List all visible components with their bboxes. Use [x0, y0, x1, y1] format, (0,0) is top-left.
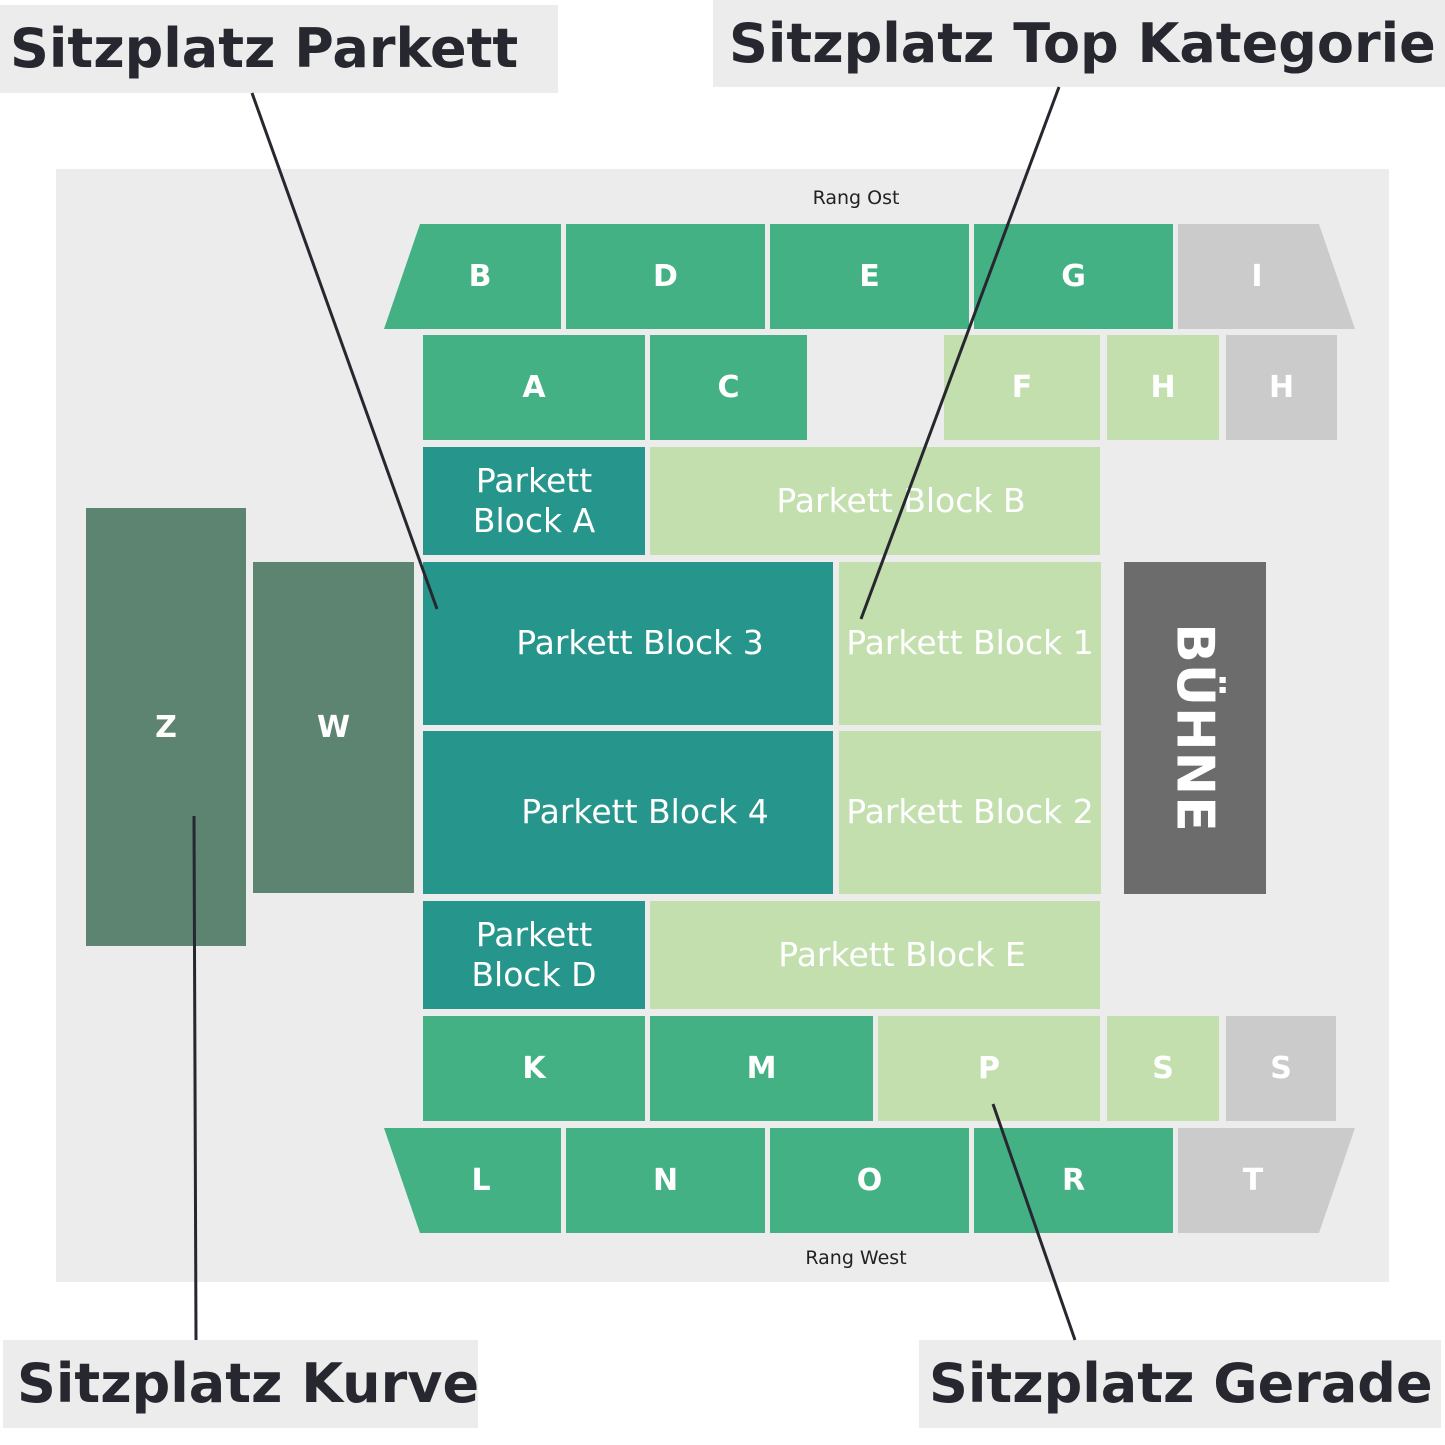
- parkett-block-b[interactable]: Parkett Block B: [650, 447, 1100, 555]
- label-sitzplatz-parkett-text: Sitzplatz Parkett: [10, 17, 519, 80]
- block-h-grey[interactable]: H: [1226, 335, 1337, 440]
- label-sitzplatz-gerade: Sitzplatz Gerade: [919, 1340, 1441, 1428]
- block-l-shape[interactable]: [384, 1128, 561, 1233]
- parkett-block-e[interactable]: Parkett Block E: [650, 901, 1100, 1009]
- leader-line-parkett: [250, 92, 439, 610]
- block-l[interactable]: L: [471, 1163, 491, 1198]
- block-b-shape[interactable]: [384, 224, 561, 329]
- parkett-block-d[interactable]: Parkett Block D: [423, 901, 645, 1009]
- block-p[interactable]: P: [878, 1016, 1100, 1121]
- parkett-block-d-label: Parkett Block D: [471, 914, 597, 994]
- block-c[interactable]: C: [650, 335, 807, 440]
- block-o[interactable]: O: [770, 1128, 969, 1233]
- parkett-block-1[interactable]: Parkett Block 1: [839, 562, 1101, 725]
- leader-line-gerade: [991, 1103, 1077, 1341]
- block-z[interactable]: Z: [86, 508, 246, 946]
- label-sitzplatz-top-kategorie: Sitzplatz Top Kategorie: [713, 0, 1445, 87]
- block-s-light[interactable]: S: [1107, 1016, 1219, 1121]
- label-sitzplatz-parkett: Sitzplatz Parkett: [0, 5, 558, 93]
- rang-west-caption: Rang West: [805, 1247, 907, 1269]
- parkett-block-a-label: Parkett Block A: [472, 460, 596, 540]
- block-t[interactable]: T: [1242, 1163, 1264, 1198]
- block-w[interactable]: W: [253, 562, 414, 893]
- stage: BÜHNE: [1124, 562, 1266, 894]
- block-t-shape[interactable]: [1178, 1128, 1355, 1233]
- block-n[interactable]: N: [566, 1128, 765, 1233]
- block-k[interactable]: K: [423, 1016, 645, 1121]
- block-i-shape[interactable]: [1178, 224, 1355, 329]
- block-e[interactable]: E: [770, 224, 969, 329]
- block-m[interactable]: M: [650, 1016, 873, 1121]
- block-d[interactable]: D: [566, 224, 765, 329]
- label-sitzplatz-gerade-text: Sitzplatz Gerade: [929, 1352, 1433, 1415]
- label-sitzplatz-kurve-text: Sitzplatz Kurve: [17, 1352, 480, 1415]
- block-h-light[interactable]: H: [1107, 335, 1219, 440]
- block-f[interactable]: F: [944, 335, 1100, 440]
- leader-line-kurve: [192, 815, 198, 1341]
- rang-ost-caption: Rang Ost: [812, 187, 900, 209]
- block-s-grey[interactable]: S: [1226, 1016, 1336, 1121]
- leader-line-top-kategorie: [859, 86, 1061, 620]
- parkett-block-a[interactable]: Parkett Block A: [423, 447, 645, 555]
- block-i[interactable]: I: [1251, 259, 1263, 294]
- parkett-block-3[interactable]: Parkett Block 3: [423, 562, 833, 725]
- parkett-block-2[interactable]: Parkett Block 2: [839, 731, 1101, 894]
- label-sitzplatz-kurve: Sitzplatz Kurve: [3, 1340, 480, 1428]
- label-sitzplatz-top-kategorie-text: Sitzplatz Top Kategorie: [729, 11, 1436, 75]
- block-a[interactable]: A: [423, 335, 645, 440]
- parkett-block-4[interactable]: Parkett Block 4: [423, 731, 833, 894]
- block-g[interactable]: G: [974, 224, 1173, 329]
- block-b[interactable]: B: [468, 259, 492, 294]
